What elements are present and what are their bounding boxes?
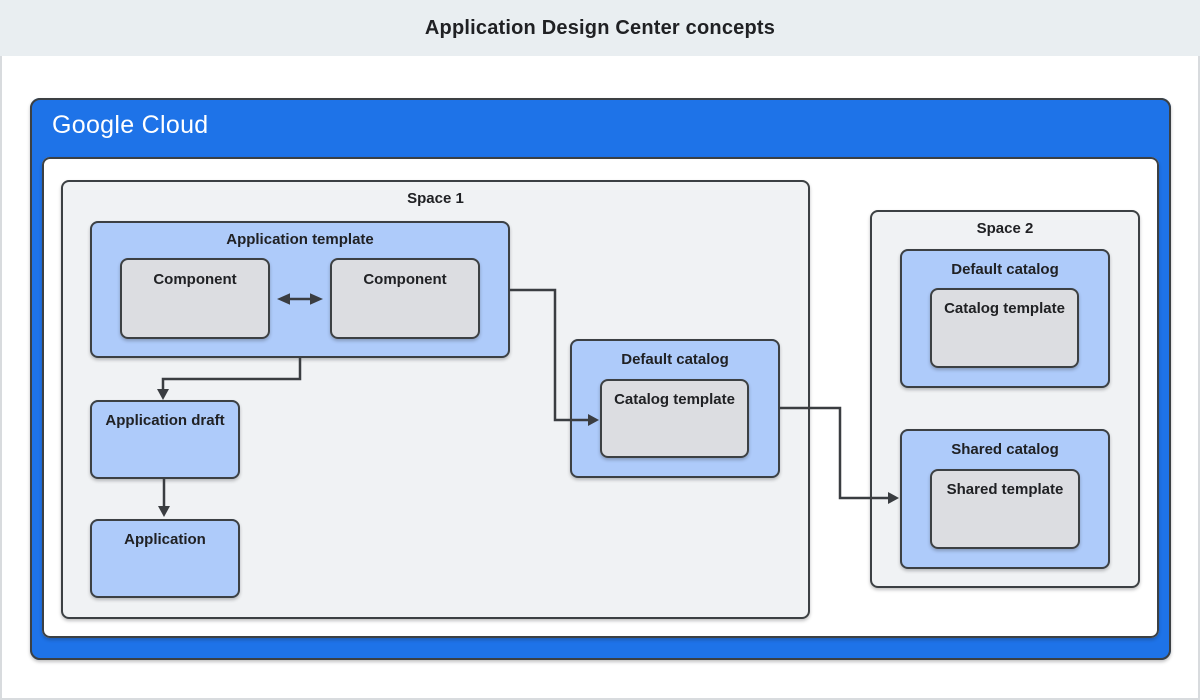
shared-catalog-label: Shared catalog (951, 441, 1059, 458)
space2-box: Space 2 Default catalog Catalog template… (870, 210, 1140, 588)
space1-default-catalog-label: Default catalog (621, 351, 729, 368)
space2-default-catalog-box: Default catalog Catalog template (900, 249, 1110, 388)
space1-catalog-template-label: Catalog template (614, 391, 735, 408)
page-title: Application Design Center concepts (424, 17, 776, 39)
component-box-1: Component (120, 258, 270, 339)
space2-catalog-template-box: Catalog template (930, 288, 1079, 368)
application-template-box: Application template Component Component (90, 221, 510, 358)
space2-label: Space 2 (976, 220, 1034, 237)
application-template-label: Application template (226, 231, 374, 248)
space1-box: Space 1 Application template Component C… (61, 180, 810, 619)
space1-catalog-template-box: Catalog template (600, 379, 749, 458)
space1-default-catalog-box: Default catalog Catalog template (570, 339, 780, 478)
google-cloud-logo: Google Cloud (52, 111, 209, 139)
shared-template-label: Shared template (946, 481, 1064, 498)
title-band: Application Design Center concepts (0, 0, 1200, 56)
application-draft-label: Application draft (105, 412, 225, 429)
component-box-2: Component (330, 258, 480, 339)
space2-catalog-template-label: Catalog template (944, 300, 1065, 317)
application-draft-box: Application draft (90, 400, 240, 479)
shared-catalog-box: Shared catalog Shared template (900, 429, 1110, 569)
inner-panel: Space 1 Application template Component C… (42, 157, 1159, 638)
application-box: Application (90, 519, 240, 598)
component-label-1: Component (153, 271, 237, 288)
component-label-2: Component (363, 271, 447, 288)
space1-label: Space 1 (407, 190, 464, 207)
shared-template-box: Shared template (930, 469, 1080, 549)
google-cloud-frame: Google Cloud Space 1 Application templat… (30, 98, 1171, 660)
space2-default-catalog-label: Default catalog (951, 261, 1059, 278)
application-label: Application (124, 531, 206, 548)
